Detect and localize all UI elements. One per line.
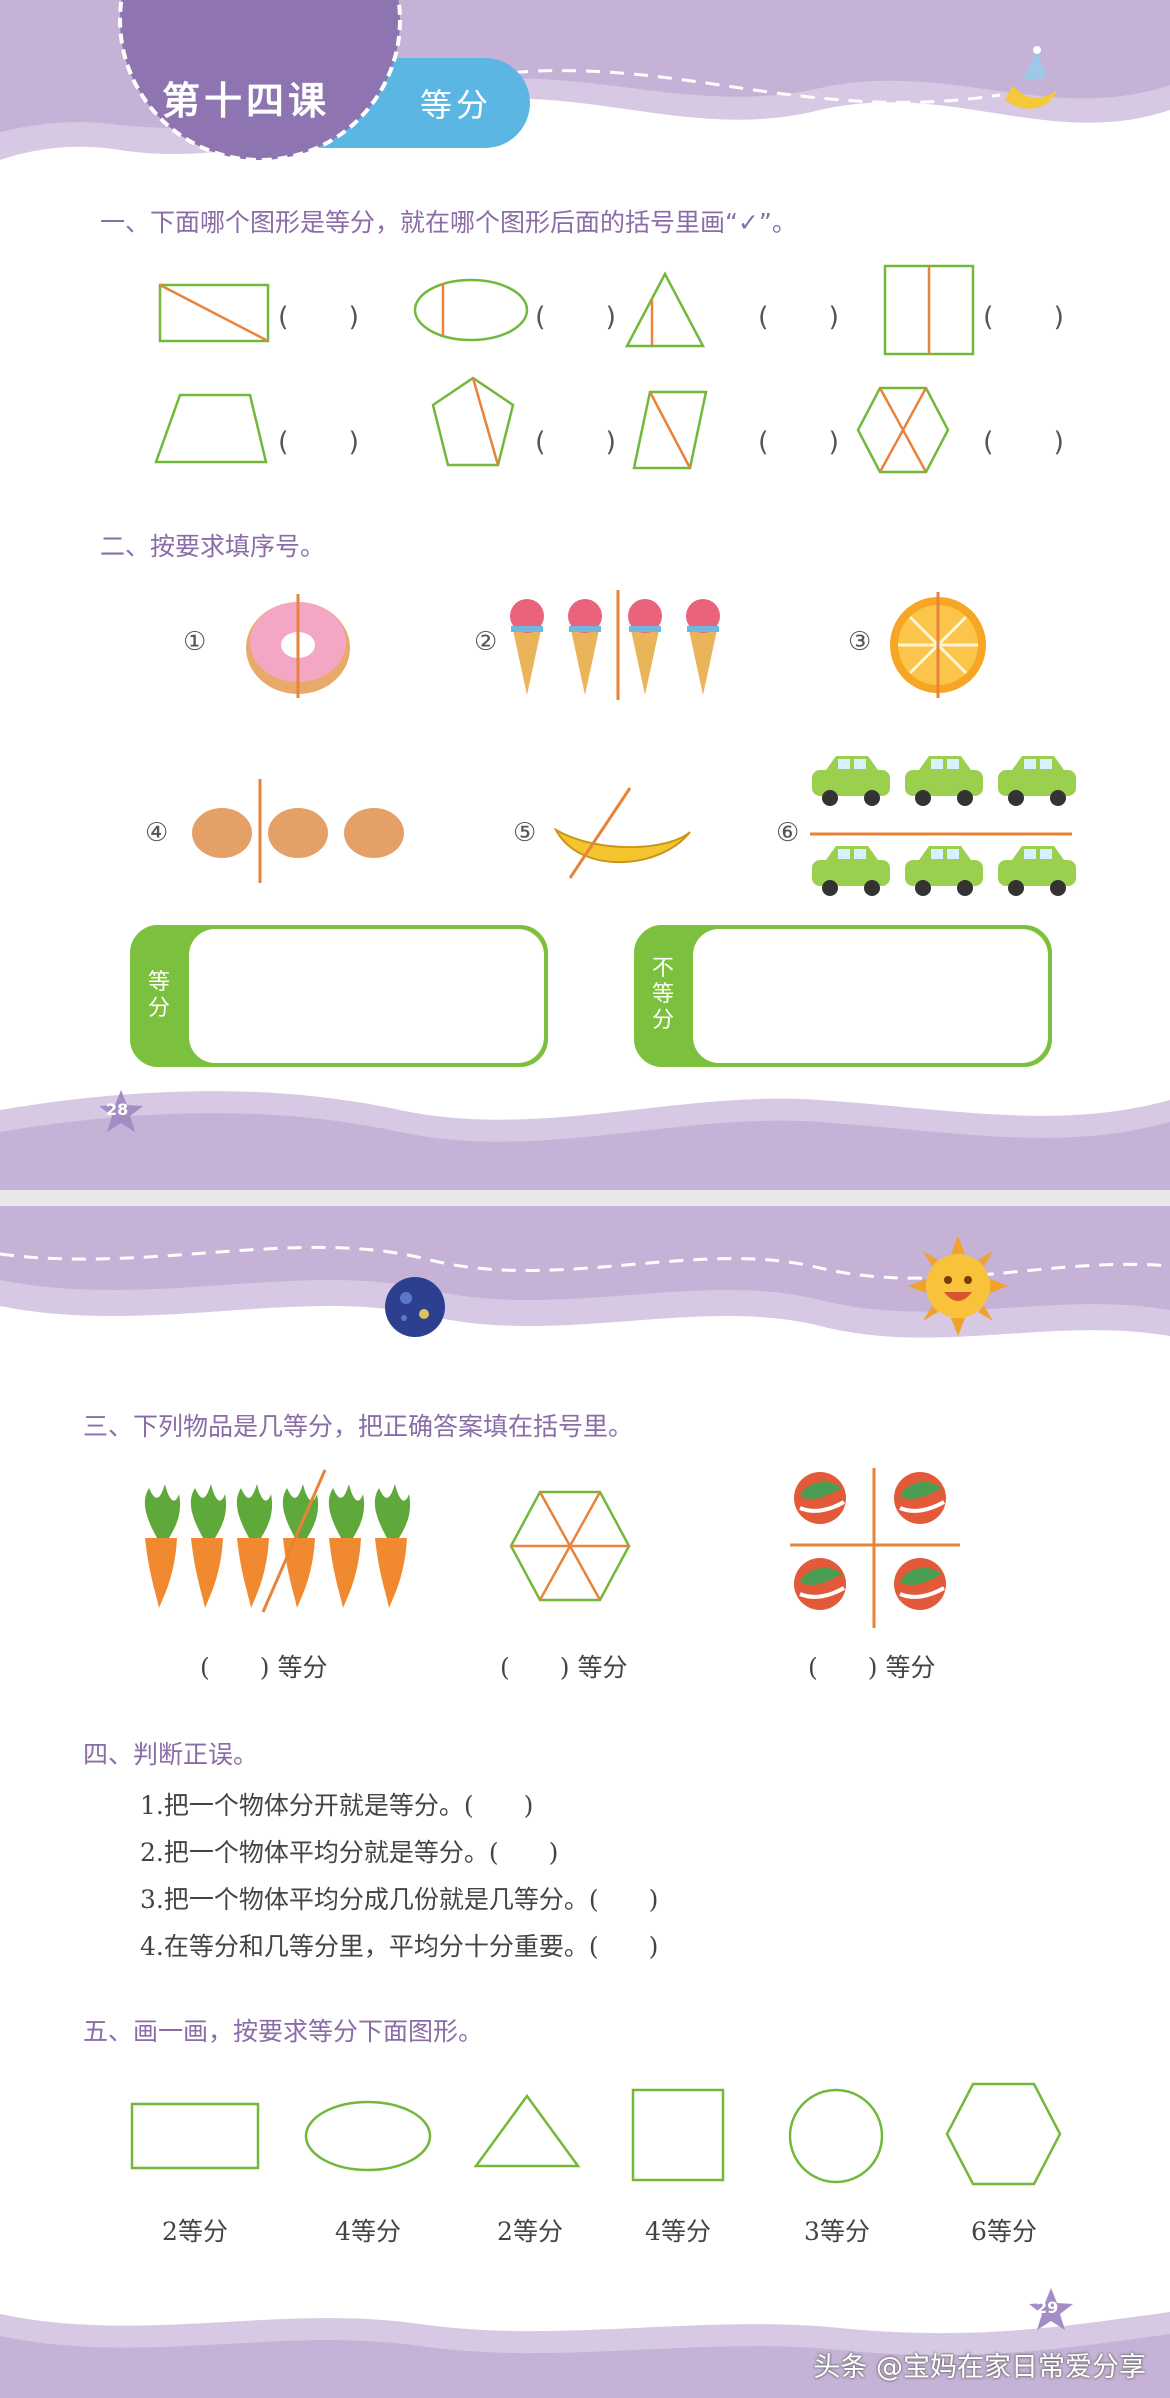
item-number: ② [474, 627, 498, 657]
shape-caption: 4等分 [645, 2217, 711, 2246]
shape-caption: 4等分 [335, 2217, 401, 2246]
shape-caption: 6等分 [971, 2217, 1037, 2246]
answer-paren[interactable]: ( ) [758, 427, 842, 458]
moon-icon [1005, 46, 1057, 109]
unequal-answer-box[interactable] [634, 925, 1052, 1067]
section3-title: 三、下列物品是几等分，把正确答案填在括号里。 [83, 1412, 634, 1441]
banana-icon [553, 787, 691, 879]
unequal-answer-area[interactable] [693, 929, 1048, 1063]
section1-title: 一、下面哪个图形是等分，就在哪个图形后面的括号里画“✓”。 [100, 208, 797, 237]
ice-cream-icon [510, 590, 720, 700]
page-star-icon [1029, 2288, 1073, 2330]
statement-1[interactable]: 1.把一个物体分开就是等分。( ) [140, 1791, 534, 1820]
shape-caption: 3等分 [804, 2217, 870, 2246]
answer-paren[interactable]: ( ) [278, 302, 362, 333]
section4-title: 四、判断正误。 [83, 1740, 259, 1769]
item-number: ⑤ [513, 818, 537, 848]
shape-caption: 2等分 [497, 2217, 563, 2246]
answer-paren[interactable]: ( ) [983, 302, 1067, 333]
item-number: ④ [145, 818, 169, 848]
footer-wave [0, 2312, 1170, 2398]
planet-icon [385, 1277, 445, 1337]
lesson-topic: 等分 [420, 86, 493, 124]
unequal-box-label: 不等分 [651, 956, 674, 1033]
section5-shapes [130, 2082, 1062, 2186]
lesson-title: 第十四课 [162, 79, 331, 123]
item-number: ⑥ [776, 818, 800, 848]
page-star-icon [99, 1090, 143, 1132]
footer-wave [0, 1091, 1170, 1190]
page-number: 28 [106, 1100, 129, 1119]
section5-title: 五、画一画，按要求等分下面图形。 [83, 2017, 484, 2046]
shape-caption: 2等分 [162, 2217, 228, 2246]
statement-3[interactable]: 3.把一个物体平均分成几份就是几等分。( ) [140, 1885, 659, 1914]
item-number: ① [183, 627, 207, 657]
answer-paren[interactable]: ( ) 等分 [500, 1653, 628, 1682]
answer-paren[interactable]: ( ) [758, 302, 842, 333]
worksheet-page-28: 第十四课 等分 一、下面哪个图形是等分，就在哪个图形后面的括号里画“✓”。 ( … [0, 0, 1170, 1190]
equal-answer-area[interactable] [189, 929, 544, 1063]
potato-icon [192, 779, 404, 883]
answer-paren[interactable]: ( ) [278, 427, 362, 458]
ball-icon [790, 1468, 960, 1628]
answer-paren[interactable]: ( ) 等分 [808, 1653, 936, 1682]
watermark: 头条 @宝妈在家日常爱分享 [813, 2352, 1146, 2383]
statement-2[interactable]: 2.把一个物体平均分就是等分。( ) [140, 1838, 559, 1867]
equal-answer-box[interactable] [130, 925, 548, 1067]
item-number: ③ [848, 627, 872, 657]
worksheet-page-29: 三、下列物品是几等分，把正确答案填在括号里。 ( ) 等分 [0, 1206, 1170, 2398]
toy-car-icon [810, 756, 1076, 896]
statement-4[interactable]: 4.在等分和几等分里，平均分十分重要。( ) [140, 1932, 659, 1961]
hexagon-figure [509, 1490, 631, 1602]
answer-paren[interactable]: ( ) [983, 427, 1067, 458]
donut-icon [246, 594, 350, 698]
section2-title: 二、按要求填序号。 [100, 532, 326, 561]
answer-paren[interactable]: ( ) 等分 [200, 1653, 328, 1682]
page-number: 29 [1036, 2298, 1059, 2317]
carrot-icon [144, 1469, 411, 1613]
lesson-badge [118, 0, 530, 162]
answer-paren[interactable]: ( ) [535, 427, 619, 458]
equal-box-label: 等分 [147, 970, 170, 1021]
orange-slice-icon [890, 592, 986, 698]
answer-paren[interactable]: ( ) [535, 302, 619, 333]
sun-icon [908, 1236, 1008, 1336]
section1-shapes [154, 264, 975, 474]
